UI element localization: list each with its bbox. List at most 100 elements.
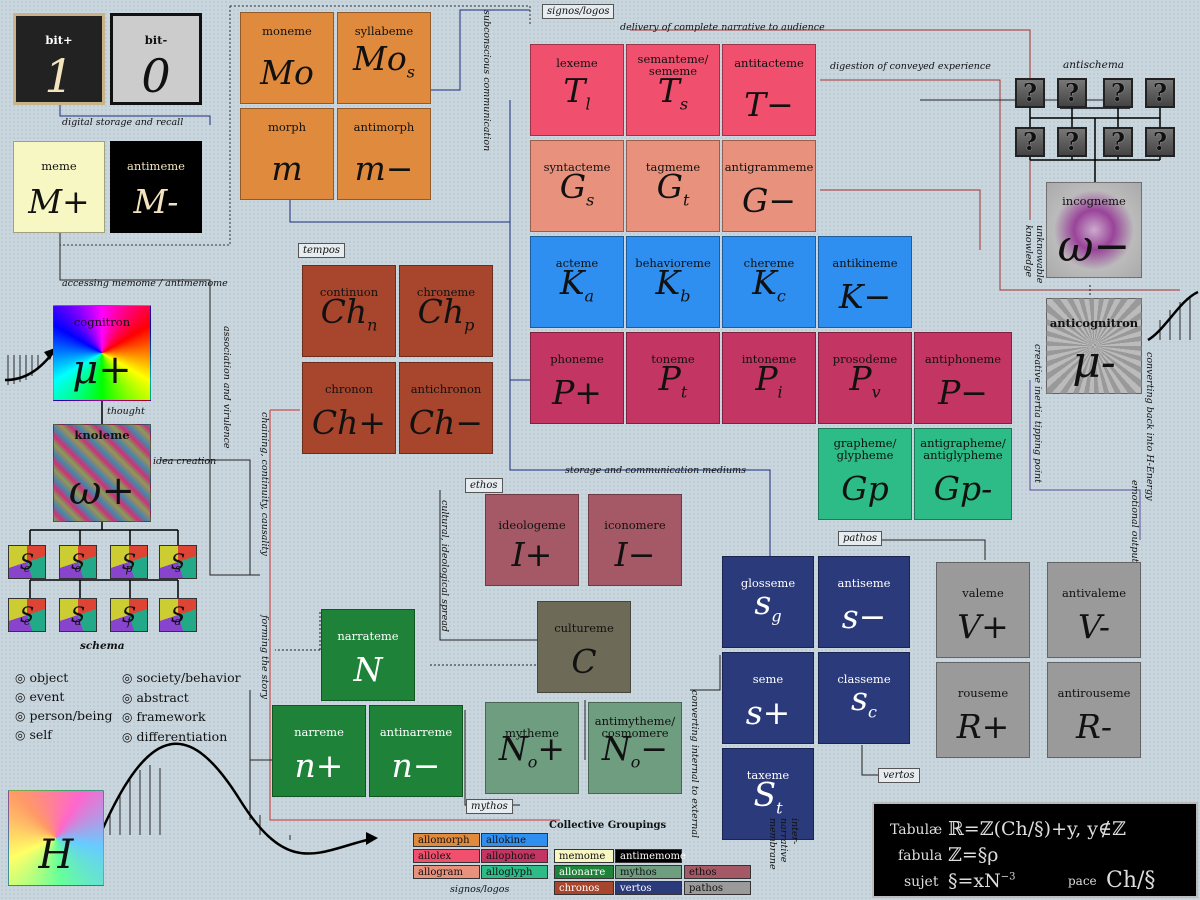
converting-internal-note: converting internal to external: [689, 690, 700, 839]
glosseme-label: glosseme: [740, 576, 796, 590]
legend-bullet-icon: ◎: [15, 670, 26, 685]
antinarreme-symbol: n−: [391, 746, 441, 785]
cultureme-tile: cultureme C: [537, 601, 631, 693]
inter-narrative-note: inter-narrative membrane: [767, 818, 800, 870]
legend-item: ◎person/being: [15, 708, 113, 723]
fabula-key: fabula: [898, 848, 943, 864]
legend-item: ◎society/behavior: [122, 670, 241, 685]
antikineme-tile: antikineme K−: [818, 236, 912, 328]
rouseme-label: rouseme: [957, 686, 1009, 700]
meme-symbol: M+: [28, 182, 90, 221]
narrateme-symbol: N: [353, 650, 383, 689]
converting-back-note: converting back into H-Energy: [1144, 352, 1155, 501]
antimeme-label: antimeme: [127, 159, 185, 173]
chroneme-symbol: Ch: [417, 292, 465, 332]
delivery-note: delivery of complete narrative to audien…: [620, 22, 825, 33]
antischema-box: ?: [1057, 78, 1087, 108]
antischema-box: ?: [1103, 78, 1133, 108]
tempos-tag: tempos: [298, 243, 345, 258]
subconscious-note: subconscious communication: [481, 10, 492, 152]
h-energy-symbol: H: [38, 832, 74, 878]
syntacteme-label: syntacteme: [543, 160, 611, 174]
fabula-value: ℤ=§ρ: [948, 844, 999, 866]
collective-grouping-item: chronos: [554, 881, 614, 895]
seme-label: seme: [752, 672, 784, 686]
anticognitron-tile: anticognitron μ-: [1046, 298, 1142, 394]
chronon-symbol: Ch+: [311, 403, 387, 442]
chereme-symbol: K: [752, 263, 777, 303]
prosodeme-sub: v: [871, 383, 881, 402]
prosodeme-tile: prosodeme Pv: [818, 332, 912, 424]
antivaleme-tile: antivaleme V-: [1047, 562, 1141, 658]
antitacteme-label: antitacteme: [734, 56, 804, 70]
h-energy-tile: H: [8, 790, 104, 886]
ideologeme-symbol: I+: [511, 535, 553, 574]
seme-symbol: s+: [745, 693, 791, 732]
narreme-tile: narreme n+: [272, 705, 366, 797]
antimeme-tile: antimeme M-: [110, 141, 202, 233]
syntacteme-symbol: G: [559, 167, 587, 207]
syllabeme-symbol: Mo: [353, 39, 407, 79]
chereme-label: chereme: [743, 256, 795, 270]
formula-panel: Tabulæ ℝ=ℤ(Ch/§)+y, y∉ℤ fabula ℤ=§ρ suje…: [872, 802, 1198, 898]
sujet-value: §=xN−3: [948, 870, 1016, 892]
intoneme-label: intoneme: [741, 352, 797, 366]
collective-grouping-item: allonarre: [554, 865, 614, 879]
acteme-symbol: K: [559, 263, 585, 303]
tabulae-key: Tabulæ: [890, 822, 943, 838]
moneme-label: moneme: [262, 24, 312, 38]
antichronon-tile: antichronon Ch−: [399, 362, 493, 454]
taxeme-symbol: S: [753, 775, 777, 815]
semanteme-symbol: T: [657, 71, 680, 111]
antikineme-symbol: K−: [838, 277, 892, 316]
antischema-box: ?: [1103, 127, 1133, 157]
syntacteme-sub: s: [586, 191, 595, 210]
glosseme-sub: g: [771, 607, 782, 626]
moneme-tile: moneme Mo: [240, 12, 334, 104]
digestion-note: digestion of conveyed experience: [830, 61, 991, 72]
mythos-tag: mythos: [466, 799, 513, 814]
antirouseme-label: antirouseme: [1057, 686, 1131, 700]
prosodeme-label: prosodeme: [832, 352, 898, 366]
narreme-symbol: n+: [294, 746, 344, 785]
antimytheme-sub: o: [630, 753, 641, 772]
legend-bullet-icon: ◎: [122, 690, 133, 705]
antischema-box: ?: [1145, 127, 1175, 157]
tagmeme-label: tagmeme: [645, 160, 701, 174]
antischema-box: ?: [1057, 127, 1087, 157]
chereme-tile: chereme Kc: [722, 236, 816, 328]
classeme-label: classeme: [837, 672, 891, 686]
lexeme-label: lexeme: [556, 56, 598, 70]
legend-item: ◎abstract: [122, 690, 189, 705]
acteme-tile: acteme Ka: [530, 236, 624, 328]
mytheme-tile: mytheme No+: [485, 702, 579, 794]
legend-bullet-icon: ◎: [15, 708, 26, 723]
acteme-sub: a: [584, 287, 595, 306]
acteme-label: acteme: [555, 256, 599, 270]
cognitron-label: cognitron: [73, 315, 131, 329]
tagmeme-sub: t: [682, 191, 690, 210]
antimorph-label: antimorph: [353, 120, 415, 134]
knoleme-symbol: ω+: [68, 468, 136, 514]
valeme-symbol: V+: [957, 607, 1009, 646]
phoneme-symbol: P+: [552, 373, 602, 412]
antischema-box: ?: [1015, 78, 1045, 108]
meme-tile: meme M+: [13, 141, 105, 233]
storage-mediums-note: storage and communication mediums: [565, 465, 747, 476]
collective-title: Collective Groupings: [549, 820, 667, 831]
semanteme-sub: s: [679, 95, 689, 114]
grapheme-symbol: Gp: [841, 469, 889, 508]
antigrapheme-symbol: Gp-: [933, 469, 993, 508]
antimytheme-tile: antimytheme/ cosmomere No−: [588, 702, 682, 794]
antivaleme-label: antivaleme: [1061, 586, 1127, 600]
bit-plus-symbol: 1: [44, 49, 74, 103]
narreme-label: narreme: [294, 725, 344, 739]
ideologeme-tile: ideologeme I+: [485, 494, 579, 586]
antiseme-tile: antiseme s−: [818, 556, 910, 648]
morph-symbol: m: [271, 149, 303, 188]
syllabeme-tile: syllabeme Mos: [337, 12, 431, 104]
